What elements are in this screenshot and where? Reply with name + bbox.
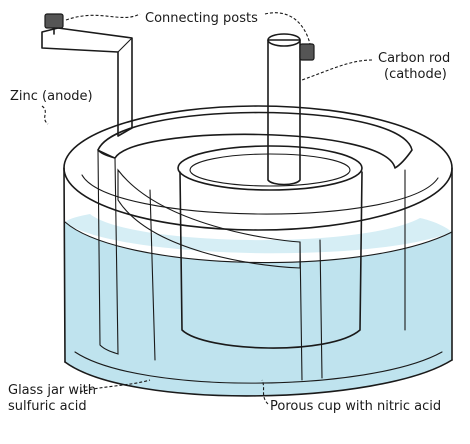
connecting-post-left [44,13,64,35]
pointer-glass-jar [79,379,151,393]
carbon-rod [267,33,301,186]
post-left-nut [44,13,64,29]
zinc-lead [41,27,133,137]
zinc-anode [97,111,413,381]
carbon-rod-top [267,33,301,47]
label-zinc-anode: Zinc (anode) [10,89,93,104]
connecting-post-right [299,43,315,61]
label-carbon-rod: Carbon rod [378,51,450,66]
zinc-lead-fold [117,37,133,53]
pointer-porous-cup [261,379,269,405]
sulfuric-acid-liquid [65,222,452,396]
porous-cup-rim [177,145,363,191]
pointer-connecting-left [65,13,141,21]
zinc-ring-front-left [97,149,119,355]
porous-cup [177,145,363,349]
jar-bottom-inner [74,351,443,384]
zinc-lead-strip [41,27,133,137]
zinc-edge-a [149,189,156,361]
zinc-ring-top [97,111,413,169]
glass-jar [63,105,453,397]
acid-surface [65,214,452,254]
label-sulfuric-acid: sulfuric acid [8,399,87,414]
label-porous-cup: Porous cup with nitric acid [270,399,441,414]
zinc-edge-c [319,239,323,379]
porous-cup-inner [189,153,351,187]
pointer-zinc [41,105,49,125]
jar-left-wall [63,167,66,363]
porous-cup-body [179,171,363,349]
post-right-nut [299,43,315,61]
carbon-rod-body [267,39,301,186]
label-connecting-posts: Connecting posts [145,11,258,26]
pointer-connecting-right [264,12,311,45]
label-glass-jar: Glass jar with [8,383,96,398]
jar-bottom [64,359,453,397]
jar-inner-rim [81,174,439,215]
pointer-carbon-rod [301,59,373,81]
jar-rim [63,105,453,231]
zinc-edge-b [299,241,303,381]
label-cathode: (cathode) [384,67,447,82]
